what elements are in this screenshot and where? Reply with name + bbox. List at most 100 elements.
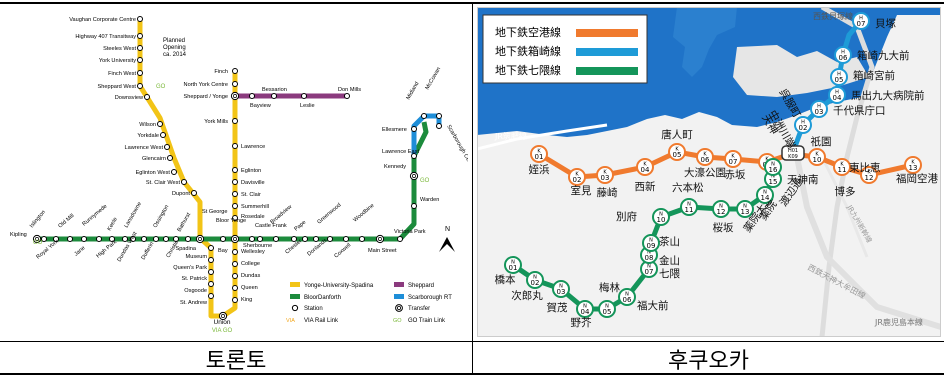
station-high-park [109, 236, 115, 242]
station-icon [81, 236, 87, 242]
station-wilson [157, 121, 163, 127]
station-name: 貝塚 [875, 18, 896, 30]
station-icon [232, 297, 238, 303]
go-label-sheppard-west: GO [156, 84, 166, 90]
station-number: 11 [838, 166, 847, 174]
station-icon [344, 93, 350, 99]
legend-swatch-nanakuma-line [576, 67, 638, 75]
station-label-wellesley: Wellesley [241, 249, 265, 255]
station-label-osgoode: Osgoode [184, 288, 207, 294]
toronto-planned-note: Planned Opening ca. 2014 [163, 38, 187, 58]
transfer-inner-icon [412, 174, 416, 178]
station-main-street [375, 234, 385, 244]
station-summerhill [232, 203, 238, 209]
station-icon [232, 167, 238, 173]
station-greenwood [327, 236, 333, 242]
planned-note-line-3: ca. 2014 [163, 52, 187, 58]
station-label-victoria-park: Victoria Park [394, 229, 426, 235]
station-bessarion [271, 93, 277, 99]
station-label-greenwood: Greenwood [316, 202, 342, 225]
station-york-mills [232, 118, 238, 124]
station-leslie [301, 93, 307, 99]
station-label-bayview: Bayview [250, 103, 272, 109]
station-badge-icon [852, 12, 870, 30]
fukuoka-harbor [673, 7, 737, 77]
legend-via-code: VIA [286, 318, 295, 324]
station-icon [313, 236, 319, 242]
station-icon [411, 126, 417, 132]
station-number: 02 [573, 176, 582, 184]
station-number: 04 [641, 166, 650, 174]
station-royal-york [53, 236, 59, 242]
station-label-finch: Finch [214, 69, 228, 75]
fukuoka-jr-rails [477, 7, 941, 337]
station-sheppard-yonge [230, 91, 240, 101]
station-name: 七隈 [659, 268, 680, 280]
station-icon [191, 190, 197, 196]
station-label-downsview: Downsview [115, 95, 144, 101]
station-icon [171, 169, 177, 175]
toronto-union: Union VIA GO [212, 319, 233, 334]
legend-swatch-hakozaki-line [576, 48, 638, 56]
station-lawrence [232, 143, 238, 149]
station-label-dundas: Dundas [241, 273, 260, 279]
station-york-university [137, 57, 143, 63]
station-icon [397, 236, 403, 242]
station-label-king: King [241, 297, 252, 303]
union-sub-label: VIA GO [212, 328, 233, 334]
legend-swatch-yonge [290, 282, 300, 287]
station-osgoode [208, 281, 214, 287]
station-woodbine [359, 236, 365, 242]
station-old-mill [67, 236, 73, 242]
station-icon [144, 94, 150, 100]
fukuoka-map-border [477, 7, 941, 337]
station-name: 橋本 [495, 273, 516, 286]
station-icon [137, 70, 143, 76]
station-name: 金山 [659, 254, 680, 267]
station-highway-407-transitway [137, 33, 143, 39]
station-st-patrick [208, 269, 214, 275]
station-christie [173, 236, 179, 242]
station-icon [271, 93, 277, 99]
station-number: 10 [813, 156, 822, 164]
station-icon [96, 236, 102, 242]
station-code: K [537, 149, 541, 155]
station-mccowan [436, 113, 442, 119]
go-label-kipling: GO [33, 240, 43, 246]
station-number: 02 [799, 124, 808, 132]
station-label-dufferin: Dufferin [141, 241, 156, 261]
station-name: 天神南 [787, 173, 819, 186]
station-number: 01 [509, 264, 518, 272]
station-label-pape: Pape [293, 220, 307, 233]
station-badge-icon [642, 234, 660, 252]
station-name: 福岡空港 [896, 172, 938, 185]
station-donlands [313, 236, 319, 242]
station-label-kipling: Kipling [10, 232, 27, 238]
station-code: K [731, 154, 735, 160]
station-label-spadina: Spadina [175, 246, 196, 252]
station-label-high-park: High Park [95, 239, 118, 260]
station-number: 06 [623, 296, 632, 304]
bloor-line [37, 121, 429, 242]
station-number: 07 [729, 158, 738, 166]
station-yorkdale [160, 132, 166, 138]
station-badge-icon [834, 46, 852, 64]
station-code: N [625, 292, 629, 298]
station-bay [220, 236, 226, 242]
north-label: N [445, 226, 450, 233]
station-name: 西新 [635, 180, 656, 193]
fukuoka-subway-map: K01姪浜K02室見K03藤崎K04西新K05唐人町K06大濠公園K07赤坂K0… [477, 7, 941, 337]
station-label-york-university: York University [99, 58, 136, 64]
station-jane [81, 236, 87, 242]
transfer-inner-icon [378, 237, 382, 241]
station-eglinton-west [171, 169, 177, 175]
station-icon [164, 144, 170, 150]
